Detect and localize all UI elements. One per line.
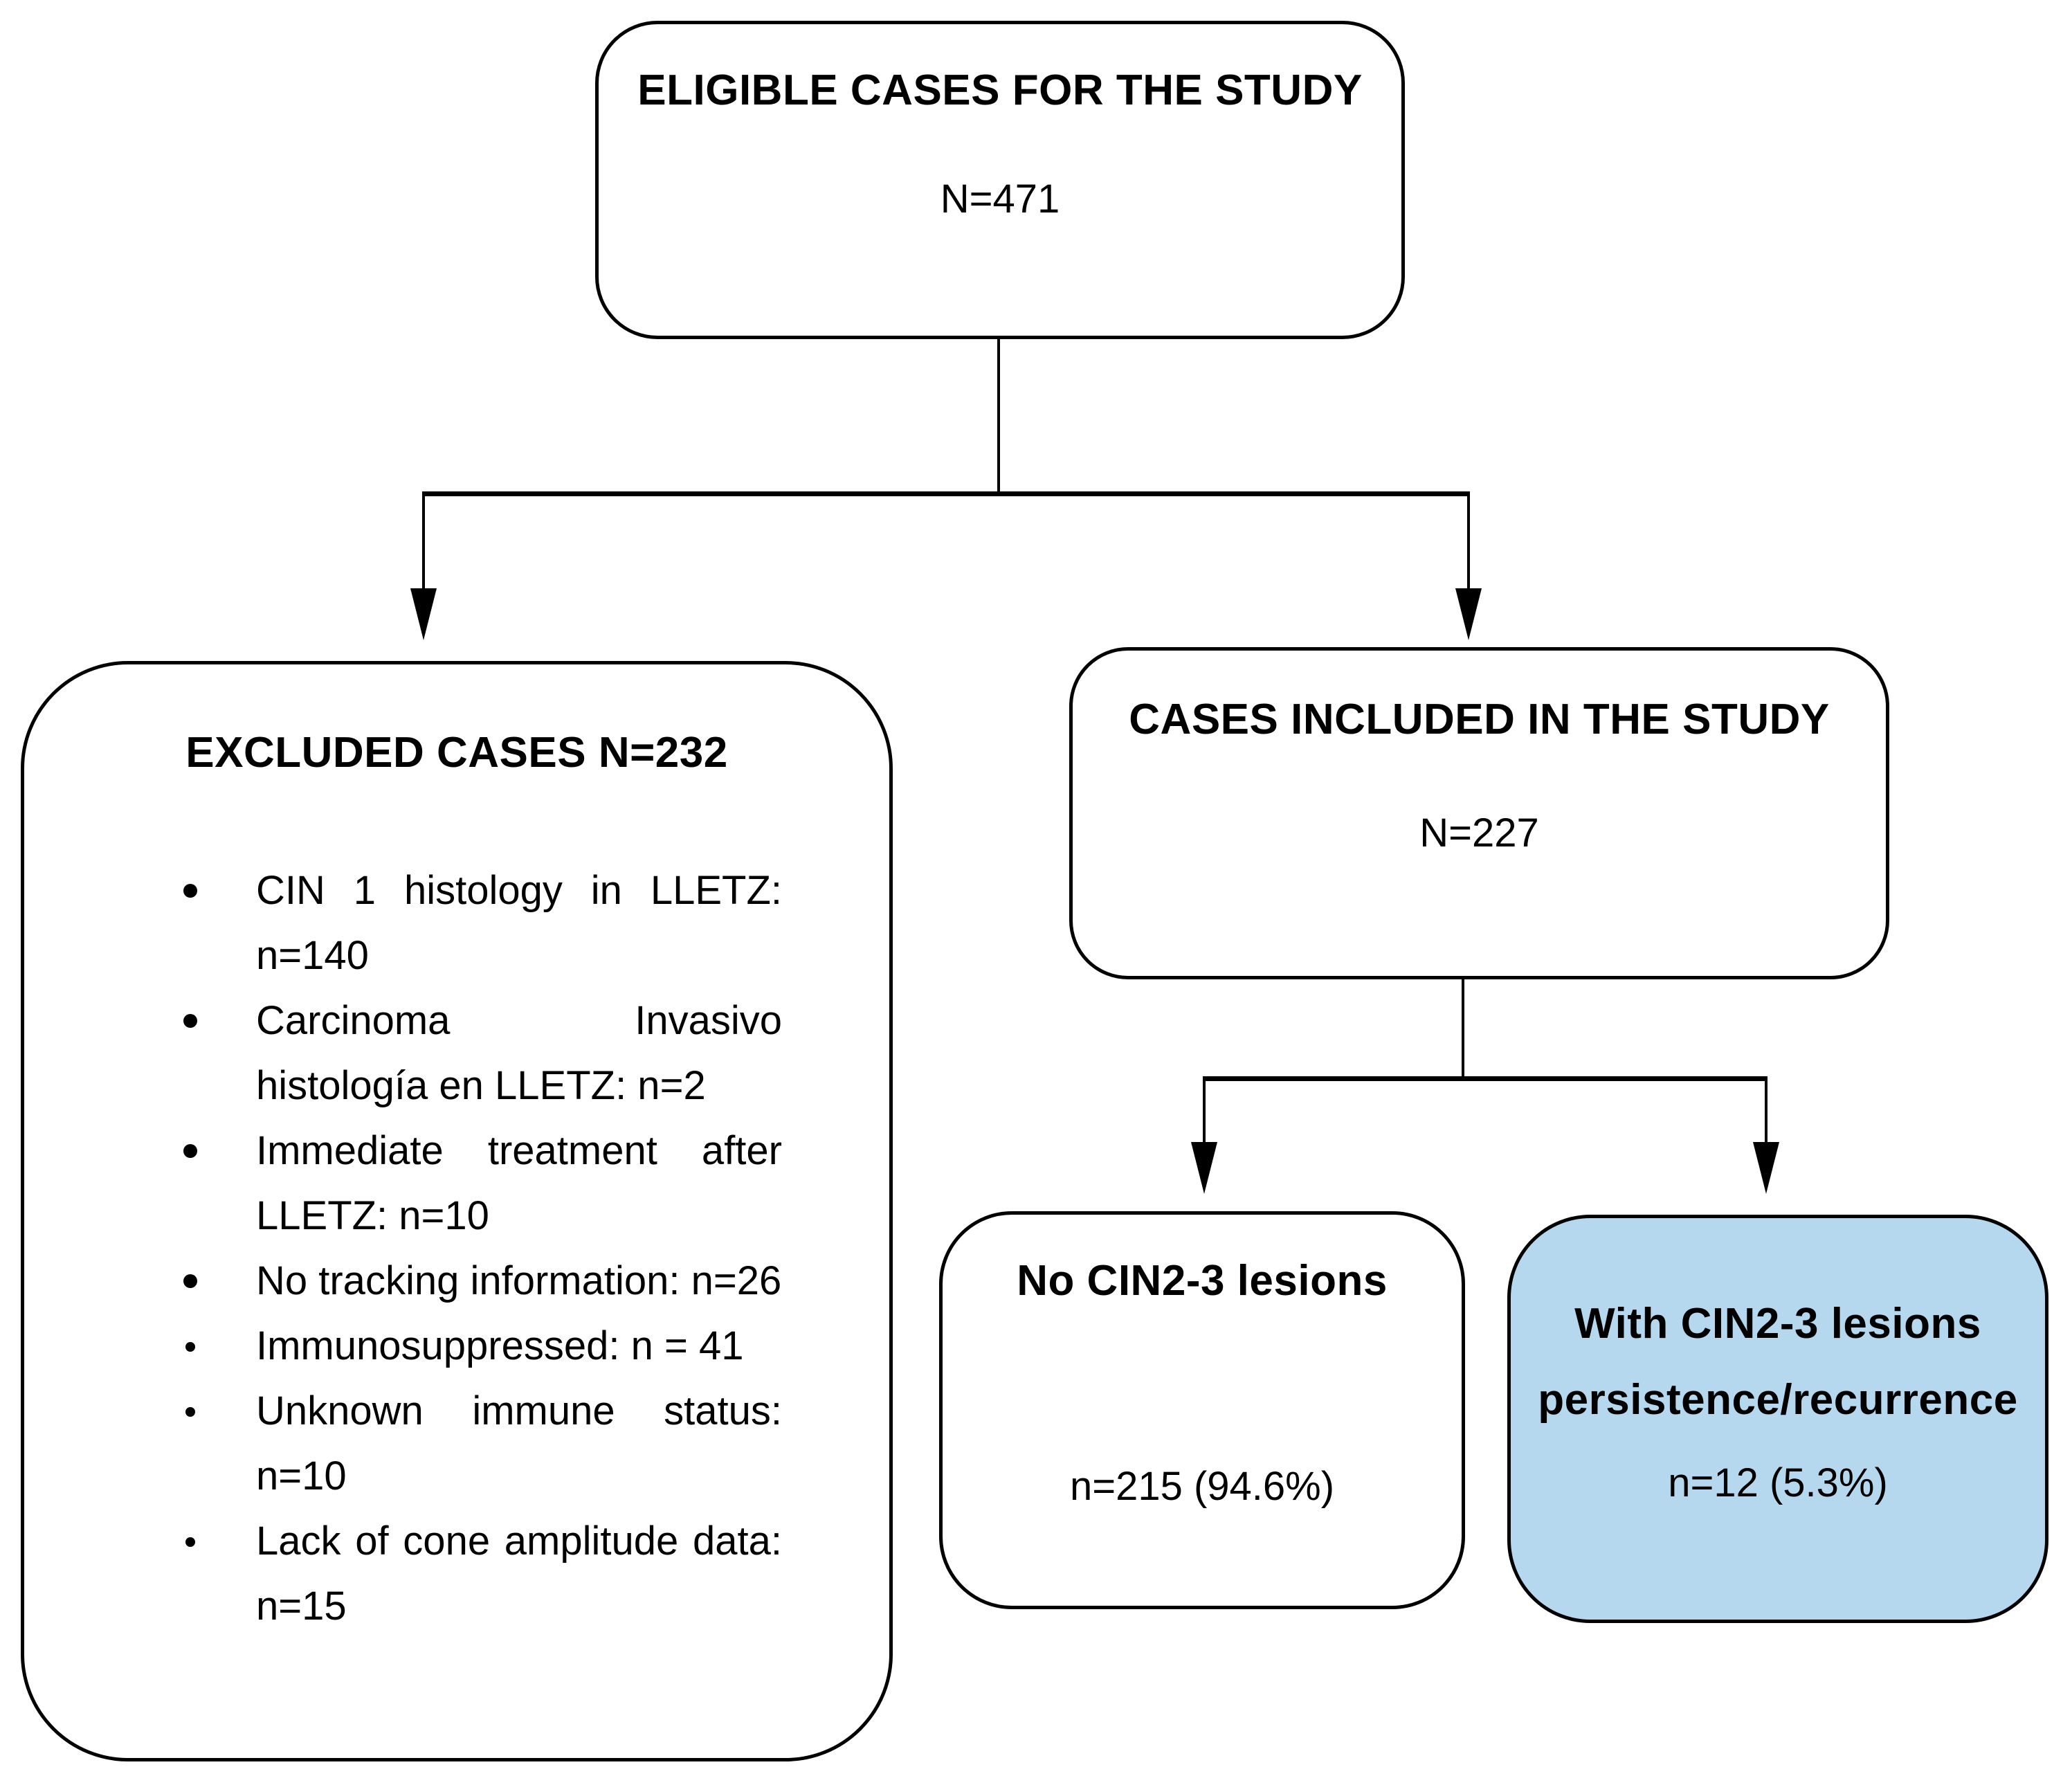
eligible-cases-title: ELIGIBLE CASES FOR THE STUDY [637,66,1363,114]
recurrence-count: n=12 (5.3%) [1668,1460,1888,1505]
connector-split1-horizontal [424,491,1470,496]
included-cases-count: N=227 [1419,810,1539,855]
recurrence-title-line2: persistence/recurrence [1538,1376,2018,1424]
eligible-cases-box: ELIGIBLE CASES FOR THE STUDY N=471 [595,21,1405,339]
arrowhead-to-excluded [410,588,437,640]
recurrence-box: With CIN2-3 lesions persistence/recurren… [1507,1215,2048,1623]
included-cases-box: CASES INCLUDED IN THE STUDY N=227 [1069,647,1889,979]
connector-top-vertical [997,339,1000,491]
excluded-cases-box: EXCLUDED CASES N=232 CIN 1 histology in … [21,661,893,1761]
excluded-reason-item: CIN 1 histology in LLETZ: n=140 [183,858,782,988]
connector-split2-horizontal [1204,1076,1767,1081]
excluded-reason-item: Unknown immune status: n=10 [185,1379,782,1509]
excluded-reason-item: Carcinoma Invasivo histología en LLETZ: … [183,988,782,1118]
no-lesions-count: n=215 (94.6%) [1069,1464,1335,1509]
connector-nolesions-shaft [1203,1076,1206,1142]
arrowhead-to-recurrence [1753,1142,1779,1194]
excluded-reason-item: Immediate treatment after LLETZ: n=10 [183,1118,782,1249]
excluded-reasons-list: CIN 1 histology in LLETZ: n=140 Carcinom… [24,858,889,1639]
arrowhead-to-included [1455,588,1482,640]
excluded-reason-item: No tracking information: n=26 [183,1249,782,1314]
connector-included-shaft [1467,491,1470,588]
recurrence-title: With CIN2-3 lesions persistence/recurren… [1538,1286,2017,1438]
connector-recurrence-shaft [1765,1076,1767,1142]
connector-excluded-shaft [422,491,425,588]
included-cases-title: CASES INCLUDED IN THE STUDY [1129,696,1830,743]
connector-included-vertical [1462,979,1464,1076]
excluded-cases-title: EXCLUDED CASES N=232 [185,729,728,777]
excluded-reason-item: Lack of cone amplitude data: n=15 [185,1509,782,1639]
no-lesions-title: No CIN2-3 lesions [1017,1257,1388,1305]
eligible-cases-count: N=471 [940,176,1060,221]
recurrence-title-line1: With CIN2-3 lesions [1574,1300,1981,1348]
no-lesions-box: No CIN2-3 lesions n=215 (94.6%) [939,1211,1465,1609]
arrowhead-to-nolesions [1191,1142,1217,1194]
excluded-reason-item: Immunosuppressed: n = 41 [185,1314,782,1379]
